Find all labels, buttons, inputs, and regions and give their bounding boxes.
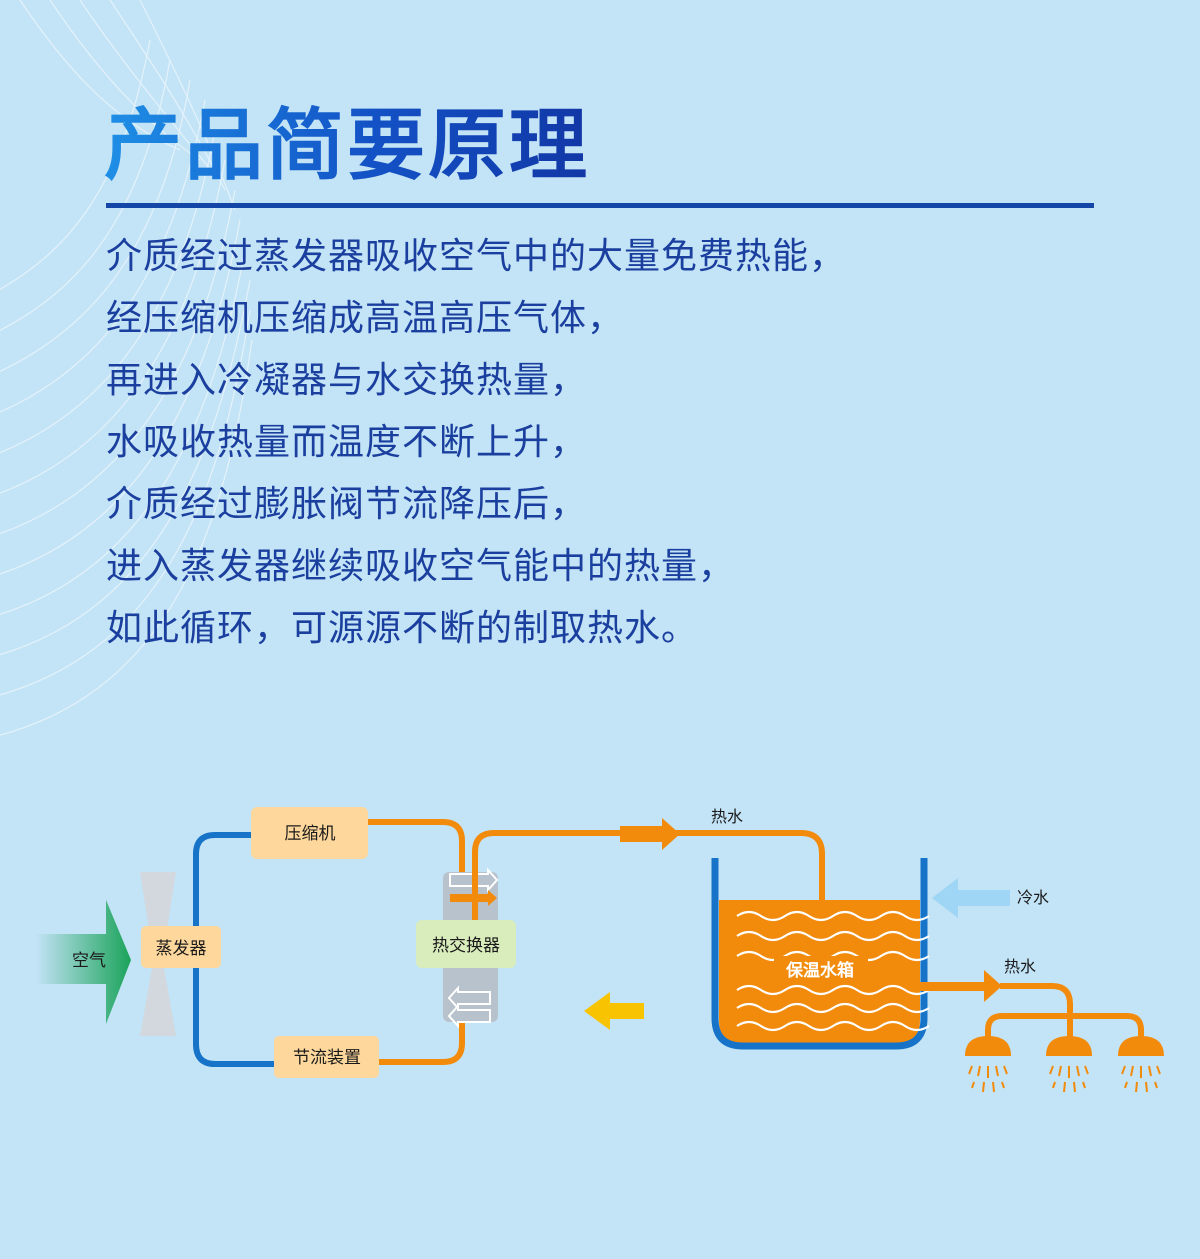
description-line: 水吸收热量而温度不断上升， — [106, 422, 588, 463]
title-underline — [106, 203, 1094, 208]
hot-water-out-label: 热水 — [1004, 957, 1036, 976]
tank-label-bg — [774, 956, 868, 984]
evaporator-box — [141, 926, 221, 968]
hot-water-top-label: 热水 — [711, 807, 743, 826]
shower-head-icon — [1118, 1036, 1164, 1056]
heat-pump-diagram: 空气 热水 压缩机 蒸发器 热交换器 节流装置 保温水箱 — [36, 807, 1164, 1093]
compressor-box — [251, 807, 368, 859]
exchanger-hot-channel — [450, 894, 490, 902]
compressor-label: 压缩机 — [285, 824, 336, 844]
exchanger-hot-arrowhead — [488, 890, 497, 906]
arrow-right-icon — [620, 818, 680, 850]
description-line: 介质经过蒸发器吸收空气中的大量免费热能， — [106, 236, 847, 277]
page-title: 产品简要原理 — [104, 96, 590, 196]
hot-water-outlet-pipe — [920, 982, 986, 991]
description-line: 介质经过膨胀阀节流降压后， — [106, 484, 588, 525]
throttle-label: 节流装置 — [293, 1048, 361, 1068]
heat-exchanger-label: 热交换器 — [432, 936, 500, 956]
air-arrow — [36, 900, 131, 1024]
cold-water-label: 冷水 — [1017, 888, 1049, 907]
arrow-left-icon — [584, 992, 644, 1030]
exchanger-flow-arrows — [447, 867, 499, 1029]
description-line: 经压缩机压缩成高温高压气体， — [106, 298, 625, 339]
shower-head-icon — [965, 1036, 1011, 1056]
hot-pipe-throttle — [376, 980, 465, 1065]
distribution-pipe — [985, 1013, 1144, 1042]
hot-pipe-compressor — [366, 819, 465, 940]
shower-head-icon — [1046, 1036, 1092, 1056]
water-spray — [968, 1065, 1161, 1093]
throttle-box — [274, 1036, 379, 1078]
description-line: 进入蒸发器继续吸收空气能中的热量， — [106, 546, 736, 587]
distribution-pipe — [1000, 983, 1073, 1042]
air-label: 空气 — [72, 951, 106, 971]
evaporator-label: 蒸发器 — [156, 939, 207, 959]
outlet-arrowhead — [984, 970, 1002, 1002]
description-text: 介质经过蒸发器吸收空气中的大量免费热能， 经压缩机压缩成高温高压气体， 再进入冷… — [106, 226, 846, 660]
cold-water-arrow — [932, 878, 1010, 918]
description-line: 如此循环，可源源不断的制取热水。 — [106, 608, 699, 649]
tank-label: 保温水箱 — [785, 960, 854, 981]
heat-exchanger-box — [416, 920, 516, 968]
description-line: 再进入冷凝器与水交换热量， — [106, 360, 588, 401]
